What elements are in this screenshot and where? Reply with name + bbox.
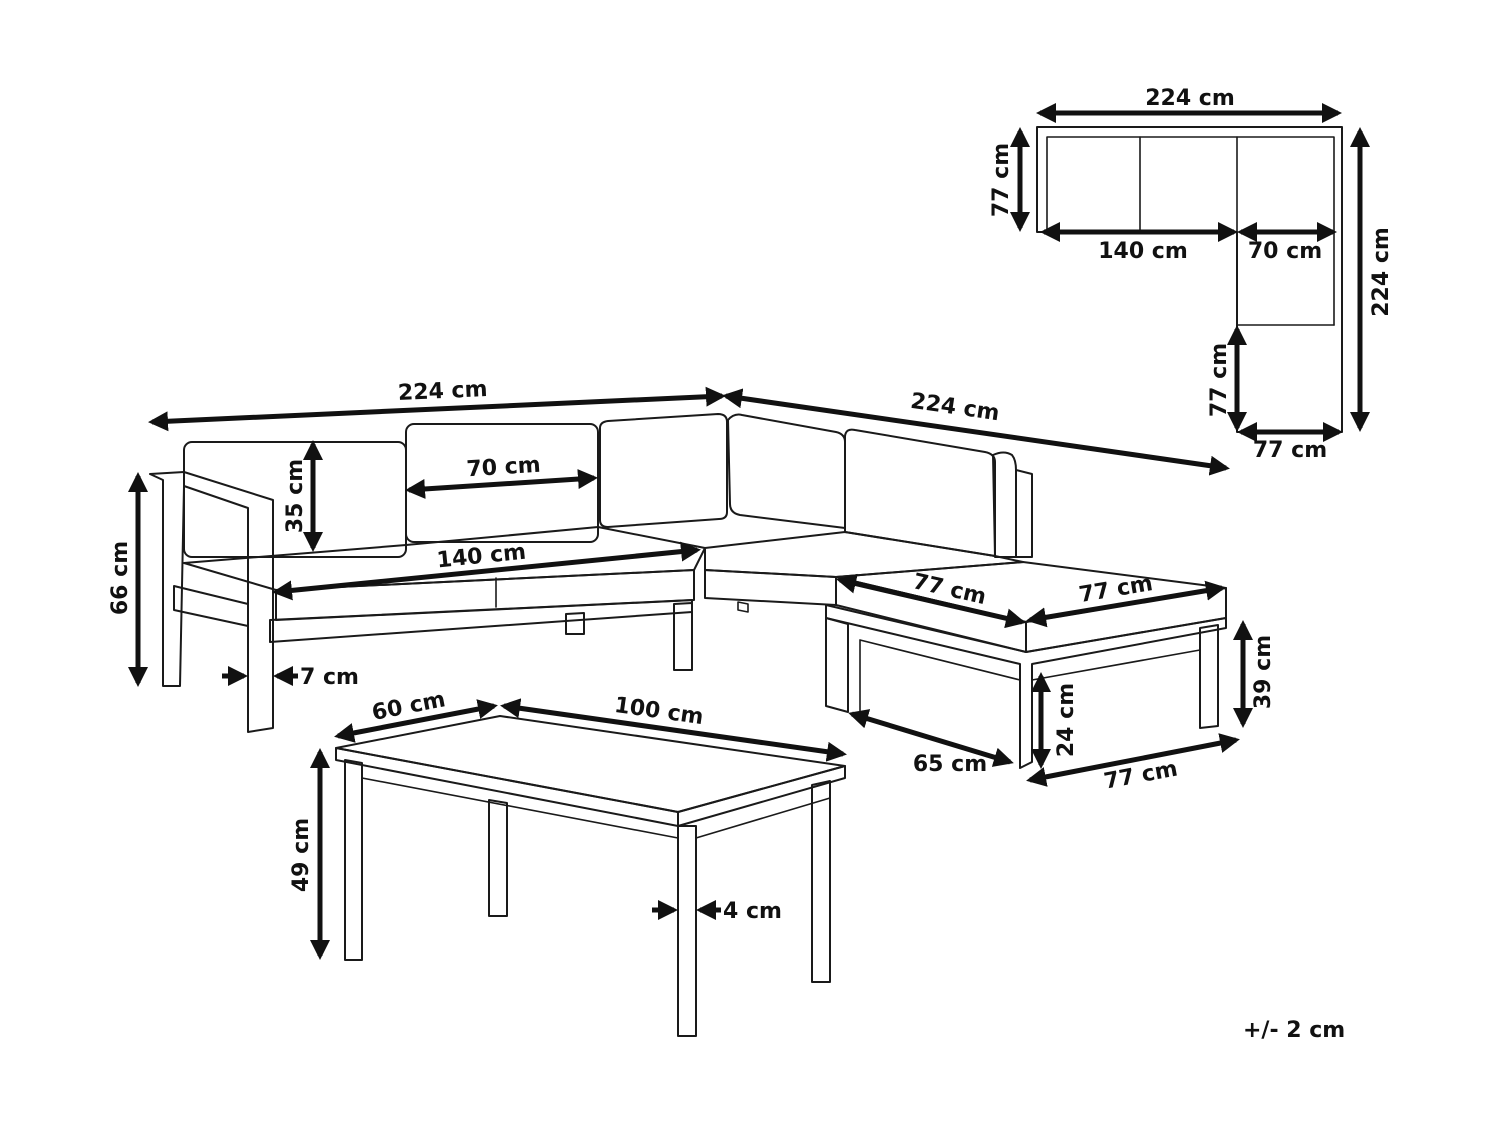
tolerance-note: +/- 2 cm [1243, 1018, 1345, 1043]
sofa-length-right-arrow [722, 388, 1230, 476]
plan-seat-corner-label: 70 cm [1248, 239, 1322, 264]
table-leg-front-left [344, 759, 363, 961]
plan-chaise-depth-label: 77 cm [1207, 343, 1232, 417]
seat-corner-front [704, 569, 837, 606]
plan-seat-long-label: 140 cm [1098, 239, 1188, 264]
back-cushion-3 [599, 413, 728, 528]
coffee-table [335, 715, 846, 1037]
sofa-length-left-label: 224 cm [397, 377, 488, 406]
table-depth-arrow [334, 699, 498, 743]
plan-depth-left-label: 77 cm [989, 143, 1014, 217]
table-top [335, 715, 846, 813]
plan-view: 224 cm 77 cm 140 cm 70 cm 224 cm 77 cm 7… [989, 86, 1394, 463]
table-leg-back-left [488, 799, 508, 917]
chaise-front-width-arrow [1026, 733, 1240, 787]
frame-left [269, 599, 693, 643]
back-height-label: 35 cm [283, 459, 308, 533]
chaise-dimensions: 77 cm 77 cm 39 cm 24 cm 65 cm 77 cm [836, 569, 1276, 795]
chaise-depth-b-arrow [1026, 580, 1226, 628]
table-apron-right [695, 797, 831, 839]
plan-width-label: 224 cm [1145, 86, 1235, 111]
arm-width-label: 7 cm [300, 665, 359, 690]
arm-back-post [1015, 469, 1033, 558]
sofa-length-left-arrow [148, 386, 726, 432]
table-apron-front [361, 777, 679, 839]
leg-3 [825, 617, 849, 713]
table-leg-front-right [677, 825, 697, 1037]
armrest [149, 471, 274, 733]
sofa-dimensions: 224 cm 224 cm 70 cm 35 cm 140 cm 66 cm 7… [108, 377, 1230, 690]
table-right-edge [677, 765, 846, 827]
chaise-inner-depth-arrow [848, 709, 1014, 767]
seat-corner-top [704, 531, 1024, 578]
plan-outline [1036, 126, 1343, 433]
plan-inner-outline [1046, 136, 1335, 326]
plan-chaise-width-label: 77 cm [1253, 438, 1327, 463]
table-dimensions: 60 cm 100 cm 49 cm 4 cm [289, 687, 847, 960]
plan-depth-right-label: 224 cm [1369, 227, 1394, 317]
chaise-inner-depth-label: 65 cm [913, 752, 987, 777]
back-cushion-4 [727, 413, 846, 529]
arm-side-panel [173, 585, 249, 627]
chaise-leg-height-label: 24 cm [1054, 683, 1079, 757]
chaise-under [859, 639, 1201, 713]
sofa-length-right-label: 224 cm [909, 389, 1001, 427]
back-cushion-6 [992, 451, 1017, 558]
leg-5 [737, 601, 749, 613]
leg-4 [1199, 624, 1219, 729]
seat-left-front [275, 569, 695, 621]
table-leg-back-right [811, 780, 831, 983]
leg-1 [565, 612, 585, 635]
seat-length-arrow [272, 541, 701, 601]
total-height-label: 66 cm [108, 541, 133, 615]
leg-2 [673, 602, 693, 671]
cushion-width-label: 70 cm [466, 453, 542, 483]
table-length-arrow [500, 698, 847, 762]
table-height-label: 49 cm [289, 818, 314, 892]
chaise-height-label: 39 cm [1251, 635, 1276, 709]
back-cushion-5 [844, 428, 996, 557]
cushion-width-arrow [405, 469, 598, 499]
chaise-depth-a-arrow [836, 573, 1026, 629]
leg-width-label: 4 cm [723, 899, 782, 924]
